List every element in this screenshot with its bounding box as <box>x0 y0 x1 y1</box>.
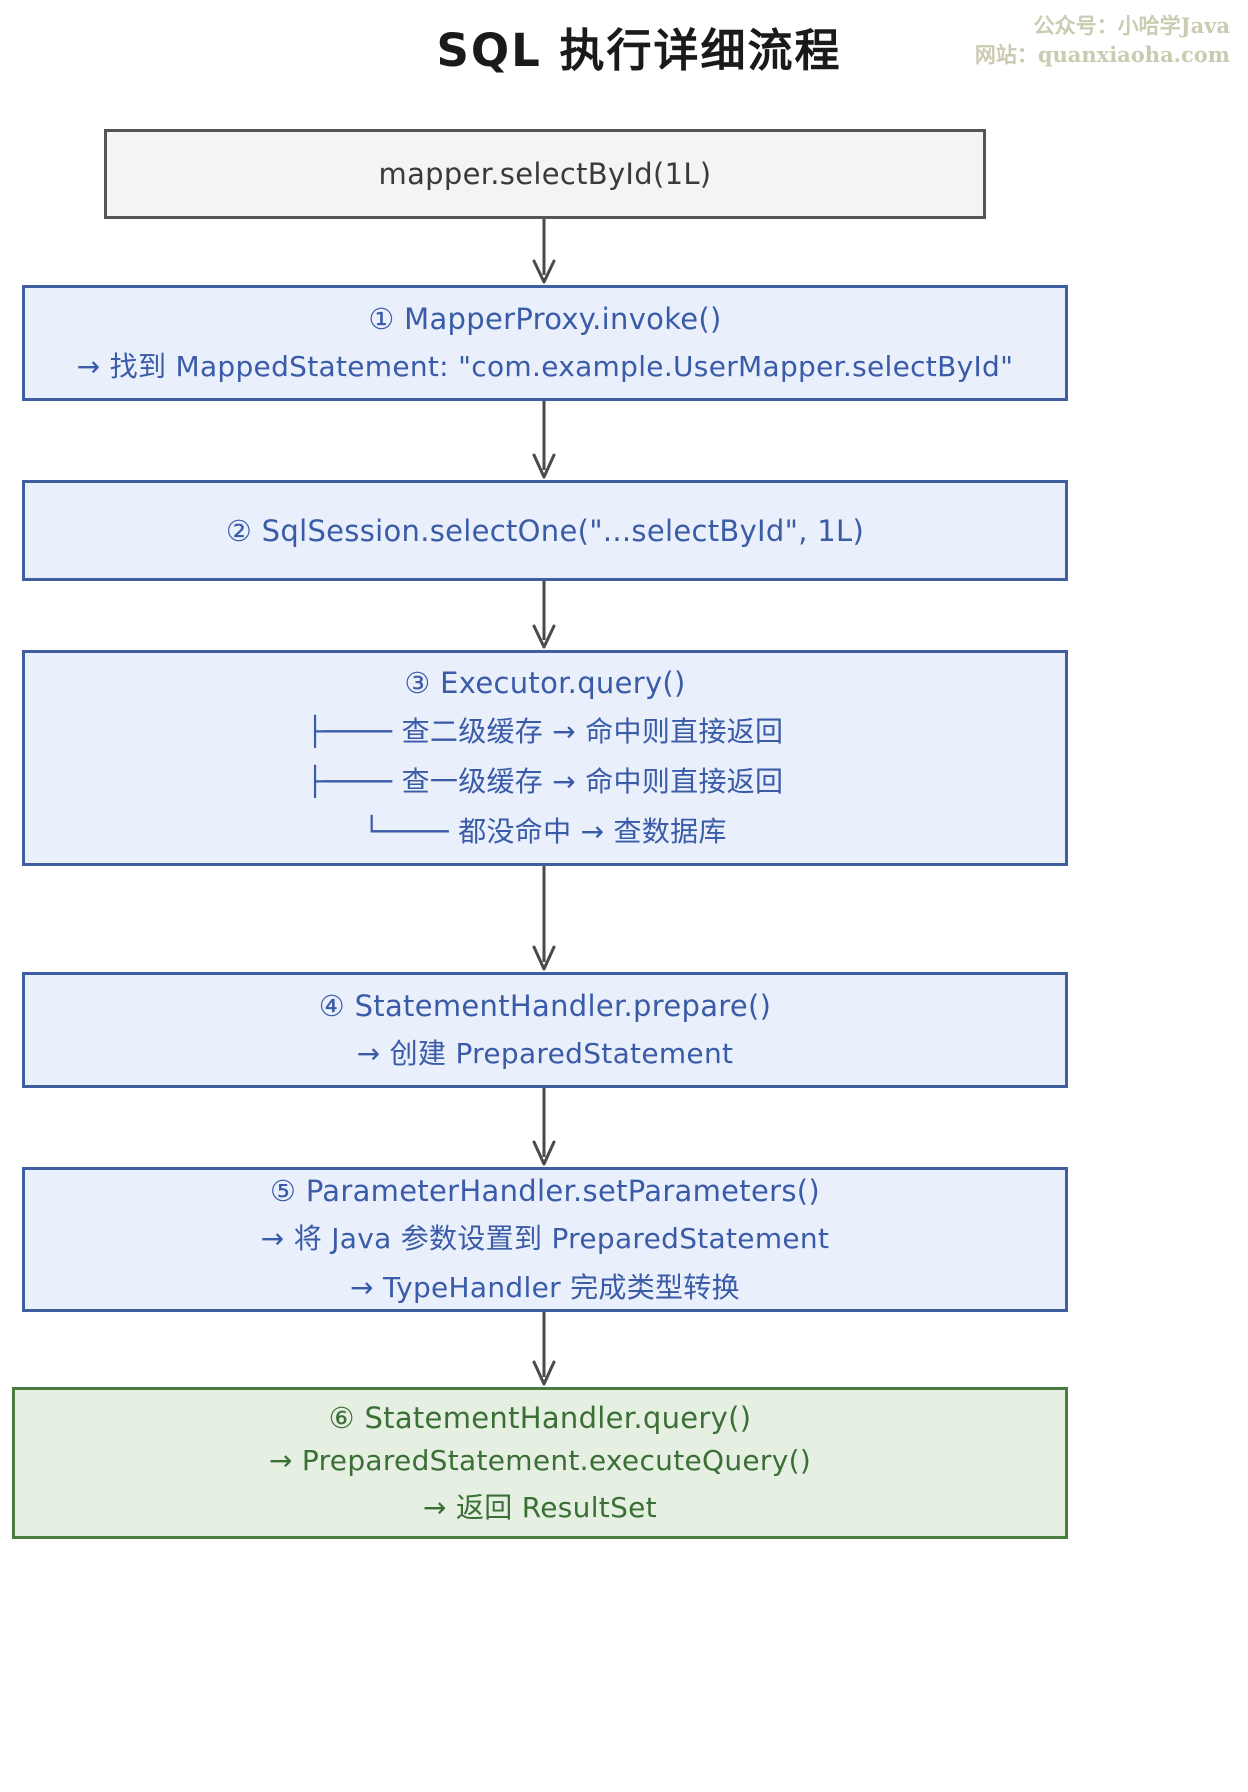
node-step-5: ⑤ ParameterHandler.setParameters() → 将 J… <box>22 1167 1068 1312</box>
node-step-5-lines: ⑤ ParameterHandler.setParameters() → 将 J… <box>261 1174 830 1306</box>
watermark-line-2: 网站：quanxiaoha.com <box>974 41 1230 67</box>
page-title: SQL 执行详细流程 <box>436 24 842 77</box>
node-step-6: ⑥ StatementHandler.query() → PreparedSta… <box>12 1387 1068 1539</box>
node-step-4-line-2: → 创建 PreparedStatement <box>356 1036 734 1070</box>
watermark: 公众号：小哈学Java 网站：quanxiaoha.com <box>975 12 1230 69</box>
node-step-6-lines: ⑥ StatementHandler.query() → PreparedSta… <box>269 1401 811 1526</box>
node-step-4: ④ StatementHandler.prepare() → 创建 Prepar… <box>22 972 1068 1088</box>
node-step-4-lines: ④ StatementHandler.prepare() → 创建 Prepar… <box>319 989 771 1072</box>
node-step-1-line-2: → 找到 MappedStatement: "com.example.UserM… <box>76 349 1014 383</box>
arrow-entry-to-step1 <box>524 219 564 284</box>
node-step-2-line-1: ② SqlSession.selectOne("...selectById", … <box>225 513 865 548</box>
arrow-step5-to-step6 <box>524 1312 564 1386</box>
node-step-5-line-2: → 将 Java 参数设置到 PreparedStatement <box>260 1221 830 1255</box>
node-step-5-line-1: ⑤ ParameterHandler.setParameters() <box>270 1173 820 1208</box>
node-step-1: ① MapperProxy.invoke() → 找到 MappedStatem… <box>22 285 1068 401</box>
node-step-1-lines: ① MapperProxy.invoke() → 找到 MappedStatem… <box>77 302 1014 385</box>
arrow-step4-to-step5 <box>524 1088 564 1166</box>
header: SQL 执行详细流程 公众号：小哈学Java 网站：quanxiaoha.com <box>0 0 1248 108</box>
arrow-step1-to-step2 <box>524 401 564 479</box>
node-step-3-lines: ③ Executor.query() ├──── 查二级缓存 → 命中则直接返回… <box>307 666 784 850</box>
node-step-3-line-2: ├──── 查二级缓存 → 命中则直接返回 <box>306 715 784 748</box>
node-step-1-line-1: ① MapperProxy.invoke() <box>368 301 722 336</box>
node-step-2-lines: ② SqlSession.selectOne("...selectById", … <box>226 514 864 548</box>
node-step-3: ③ Executor.query() ├──── 查二级缓存 → 命中则直接返回… <box>22 650 1068 866</box>
arrow-step2-to-step3 <box>524 581 564 649</box>
node-entry-lines: mapper.selectById(1L) <box>379 157 712 191</box>
node-step-6-line-3: → 返回 ResultSet <box>423 1490 657 1524</box>
node-step-6-line-2: → PreparedStatement.executeQuery() <box>268 1443 812 1477</box>
node-step-3-line-1: ③ Executor.query() <box>404 666 686 700</box>
watermark-line-1: 公众号：小哈学Java <box>1033 13 1230 38</box>
node-step-6-line-1: ⑥ StatementHandler.query() <box>328 1400 752 1435</box>
node-entry: mapper.selectById(1L) <box>104 129 986 219</box>
node-step-4-line-1: ④ StatementHandler.prepare() <box>318 988 772 1023</box>
node-step-3-line-4: └──── 都没命中 → 查数据库 <box>363 815 727 848</box>
node-entry-line-1: mapper.selectById(1L) <box>378 157 712 191</box>
node-step-3-line-3: ├──── 查一级缓存 → 命中则直接返回 <box>306 765 784 798</box>
node-step-5-line-3: → TypeHandler 完成类型转换 <box>350 1270 740 1304</box>
node-step-2: ② SqlSession.selectOne("...selectById", … <box>22 480 1068 581</box>
arrow-step3-to-step4 <box>524 866 564 971</box>
